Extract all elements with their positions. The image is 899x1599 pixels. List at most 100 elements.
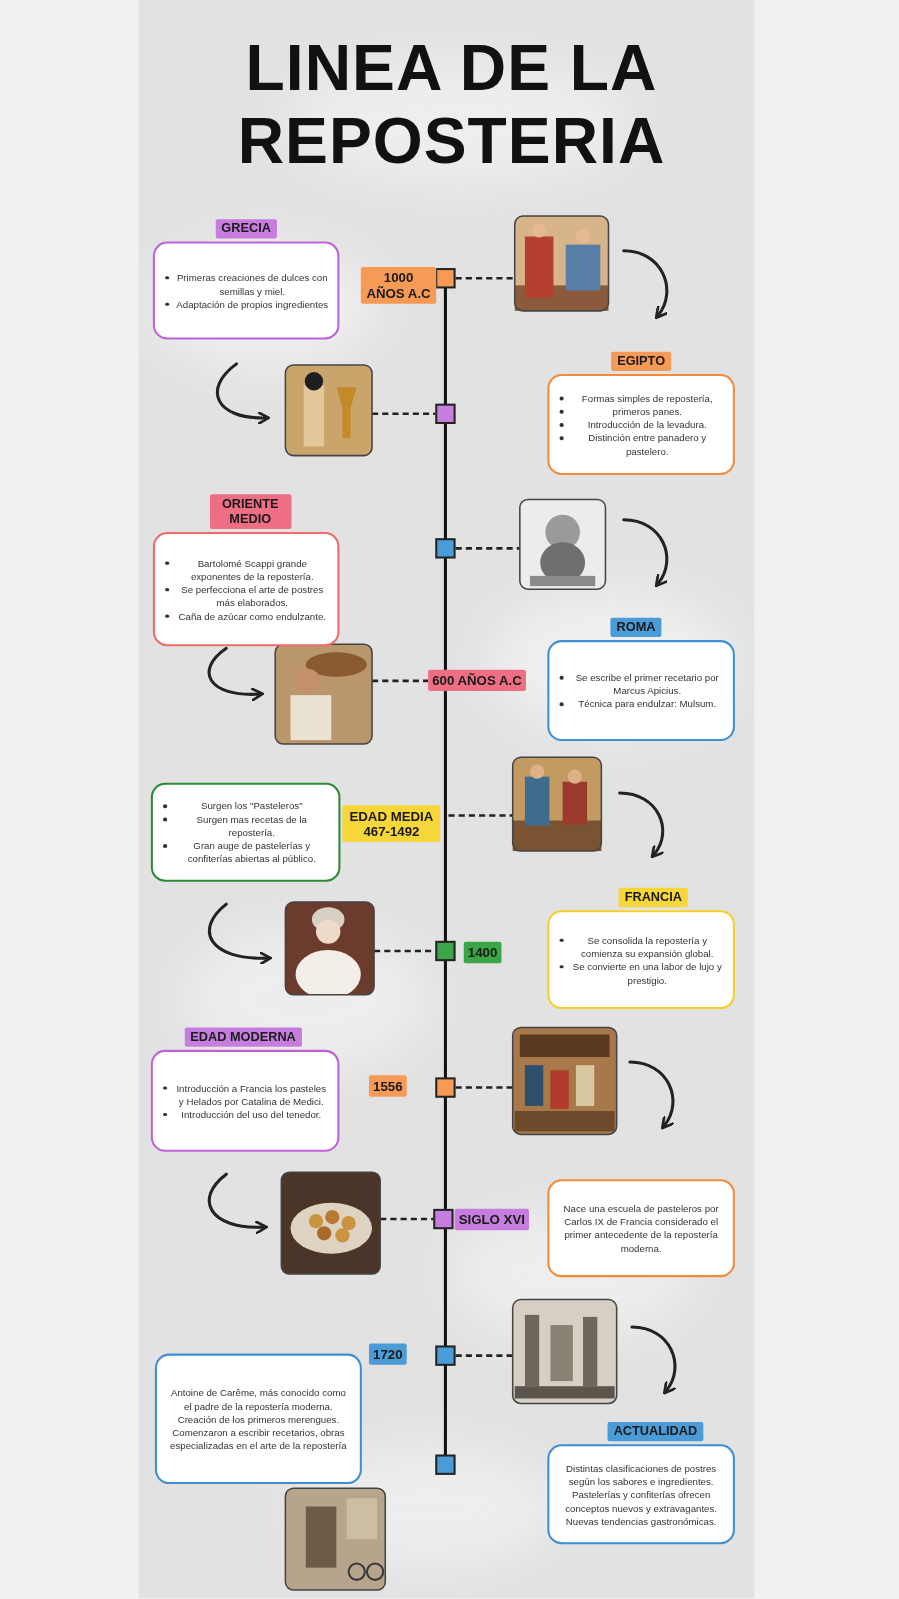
photo-kitchen [576, 1065, 594, 1106]
engraving-bakery [513, 1300, 617, 1404]
photo-street [285, 1488, 385, 1590]
engraving-bakery [550, 1325, 572, 1381]
date-tag: SIGLO XVI [455, 1209, 529, 1230]
event-box: EDAD MODERNAIntroducción a Francia los p… [151, 1050, 340, 1152]
photo-rome [290, 695, 331, 740]
photo-street [347, 1498, 378, 1539]
event-box: EGIPTOFormas simples de repostería,prime… [547, 374, 735, 475]
timeline-axis [444, 275, 447, 1468]
curved-arrow [209, 648, 259, 694]
date-text: 1000 AÑOS A.C [365, 270, 432, 301]
dashed-leader [374, 950, 435, 953]
photo-street [285, 1488, 385, 1590]
timeline-marker [436, 539, 454, 557]
photo-medieval [568, 770, 582, 784]
photo-egypt [304, 385, 324, 446]
event-box: ACTUALIDADDistintas clasificaciones de p… [547, 1444, 735, 1544]
event-text: Distintas clasificaciones de postres seg… [559, 1461, 724, 1527]
photo-pastries [281, 1172, 380, 1274]
engraving-bakery [583, 1317, 597, 1386]
title: LINEA DE LA REPOSTERIA [226, 31, 677, 178]
event-text: Gran auge de pastelerías y confiterías a… [162, 839, 329, 866]
period-heading: EDAD MODERNA [184, 1027, 302, 1046]
photo-medieval [513, 757, 602, 851]
event-text: Surgen mas recetas de la repostería. [162, 812, 329, 839]
date-tag: 1000 AÑOS A.C [361, 267, 436, 304]
curved-arrow [630, 1062, 673, 1125]
period-heading: ACTUALIDAD [608, 1422, 704, 1441]
photo-kitchen [513, 1027, 617, 1134]
date-tag: 1720 [369, 1343, 407, 1364]
photo-greece [576, 229, 590, 243]
engraving-bakery [525, 1315, 539, 1386]
event-box: GRECIAPrimeras creaciones de dulces con … [153, 242, 340, 340]
timeline-marker [436, 942, 454, 960]
photo-medieval [530, 764, 544, 778]
event-text: primeros panes. [559, 405, 724, 418]
event-text: Antoine de Carême, más conocido como el … [166, 1386, 350, 1452]
dashed-leader [448, 814, 512, 817]
photo-egypt [285, 365, 372, 456]
event-text: Distinción entre panadero y pastelero. [559, 431, 724, 458]
dashed-leader [372, 680, 428, 683]
engraving-bakery [513, 1300, 617, 1404]
dashed-leader [380, 1218, 433, 1221]
event-box: FRANCIASe consolida la repostería y comi… [547, 910, 735, 1009]
engraving-portrait [530, 576, 595, 586]
photo-egypt [285, 365, 372, 456]
photo-pastries [335, 1228, 349, 1242]
photo-egypt [336, 387, 356, 407]
date-tag: 1400 [464, 942, 502, 963]
engraving-portrait [520, 499, 606, 589]
timeline-marker [436, 1346, 454, 1364]
event-box: ROMASe escribe el primer recetario por M… [547, 640, 735, 741]
event-text: Técnica para endulzar: Mulsum. [559, 697, 724, 710]
date-tag: 1556 [369, 1075, 407, 1096]
event-text: Se perfecciona el arte de postres más el… [164, 583, 328, 610]
curved-arrow [624, 520, 667, 583]
dashed-leader [456, 277, 515, 280]
photo-greece [515, 216, 609, 311]
period-heading: ROMA [610, 618, 661, 637]
event-text: Primeras creaciones de dulces con semill… [164, 271, 328, 298]
background [139, 0, 755, 1598]
timeline-marker [436, 1078, 454, 1096]
photo-pastries [281, 1172, 380, 1274]
event-box: Surgen los "Pasteleros"Surgen mas receta… [151, 783, 341, 882]
timeline-marker [434, 269, 454, 1474]
photo-egypt [305, 372, 323, 390]
curved-arrow [209, 1174, 263, 1227]
engraving-portrait [520, 499, 606, 589]
event-text: Introducción a Francia los pasteles y He… [162, 1081, 328, 1108]
event-text: Introducción de la levadura. [559, 418, 724, 431]
event-box: Antoine de Carême, más conocido como el … [155, 1354, 362, 1484]
engraving-bakery [513, 1300, 617, 1404]
period-heading: EGIPTO [611, 352, 671, 371]
date-text: 1556 [373, 1078, 402, 1093]
dashed-leader [372, 413, 435, 416]
photo-kitchen [513, 1027, 617, 1134]
photo-rome [296, 669, 320, 693]
period-heading: ORIENTE MEDIO [209, 494, 291, 529]
photo-greece [532, 223, 546, 237]
event-text: Introducción del uso del tenedor. [162, 1107, 328, 1120]
dashed-leader [456, 1354, 513, 1357]
photo-kitchen [515, 1111, 615, 1131]
photo-kitchen [525, 1065, 543, 1106]
dashed-leader [456, 1086, 513, 1089]
photo-greece [566, 245, 601, 291]
date-tag: 600 AÑOS A.C [428, 670, 526, 691]
event-text: Formas simples de repostería, [559, 391, 724, 404]
event-text: Nace una escuela de pasteleros por Carlo… [559, 1202, 724, 1255]
photo-pastries [309, 1214, 323, 1228]
event-text: Caña de azúcar como endulzante. [164, 609, 328, 622]
photo-kitchen [520, 1035, 610, 1057]
event-text: Se consolida la repostería y comienza su… [559, 933, 724, 960]
photo-greece [515, 216, 609, 311]
photo-medieval [513, 757, 602, 851]
date-text: 600 AÑOS A.C [432, 673, 522, 688]
photo-rome [275, 644, 372, 744]
event-text: Bartolomé Scappi grande exponentes de la… [164, 556, 328, 583]
